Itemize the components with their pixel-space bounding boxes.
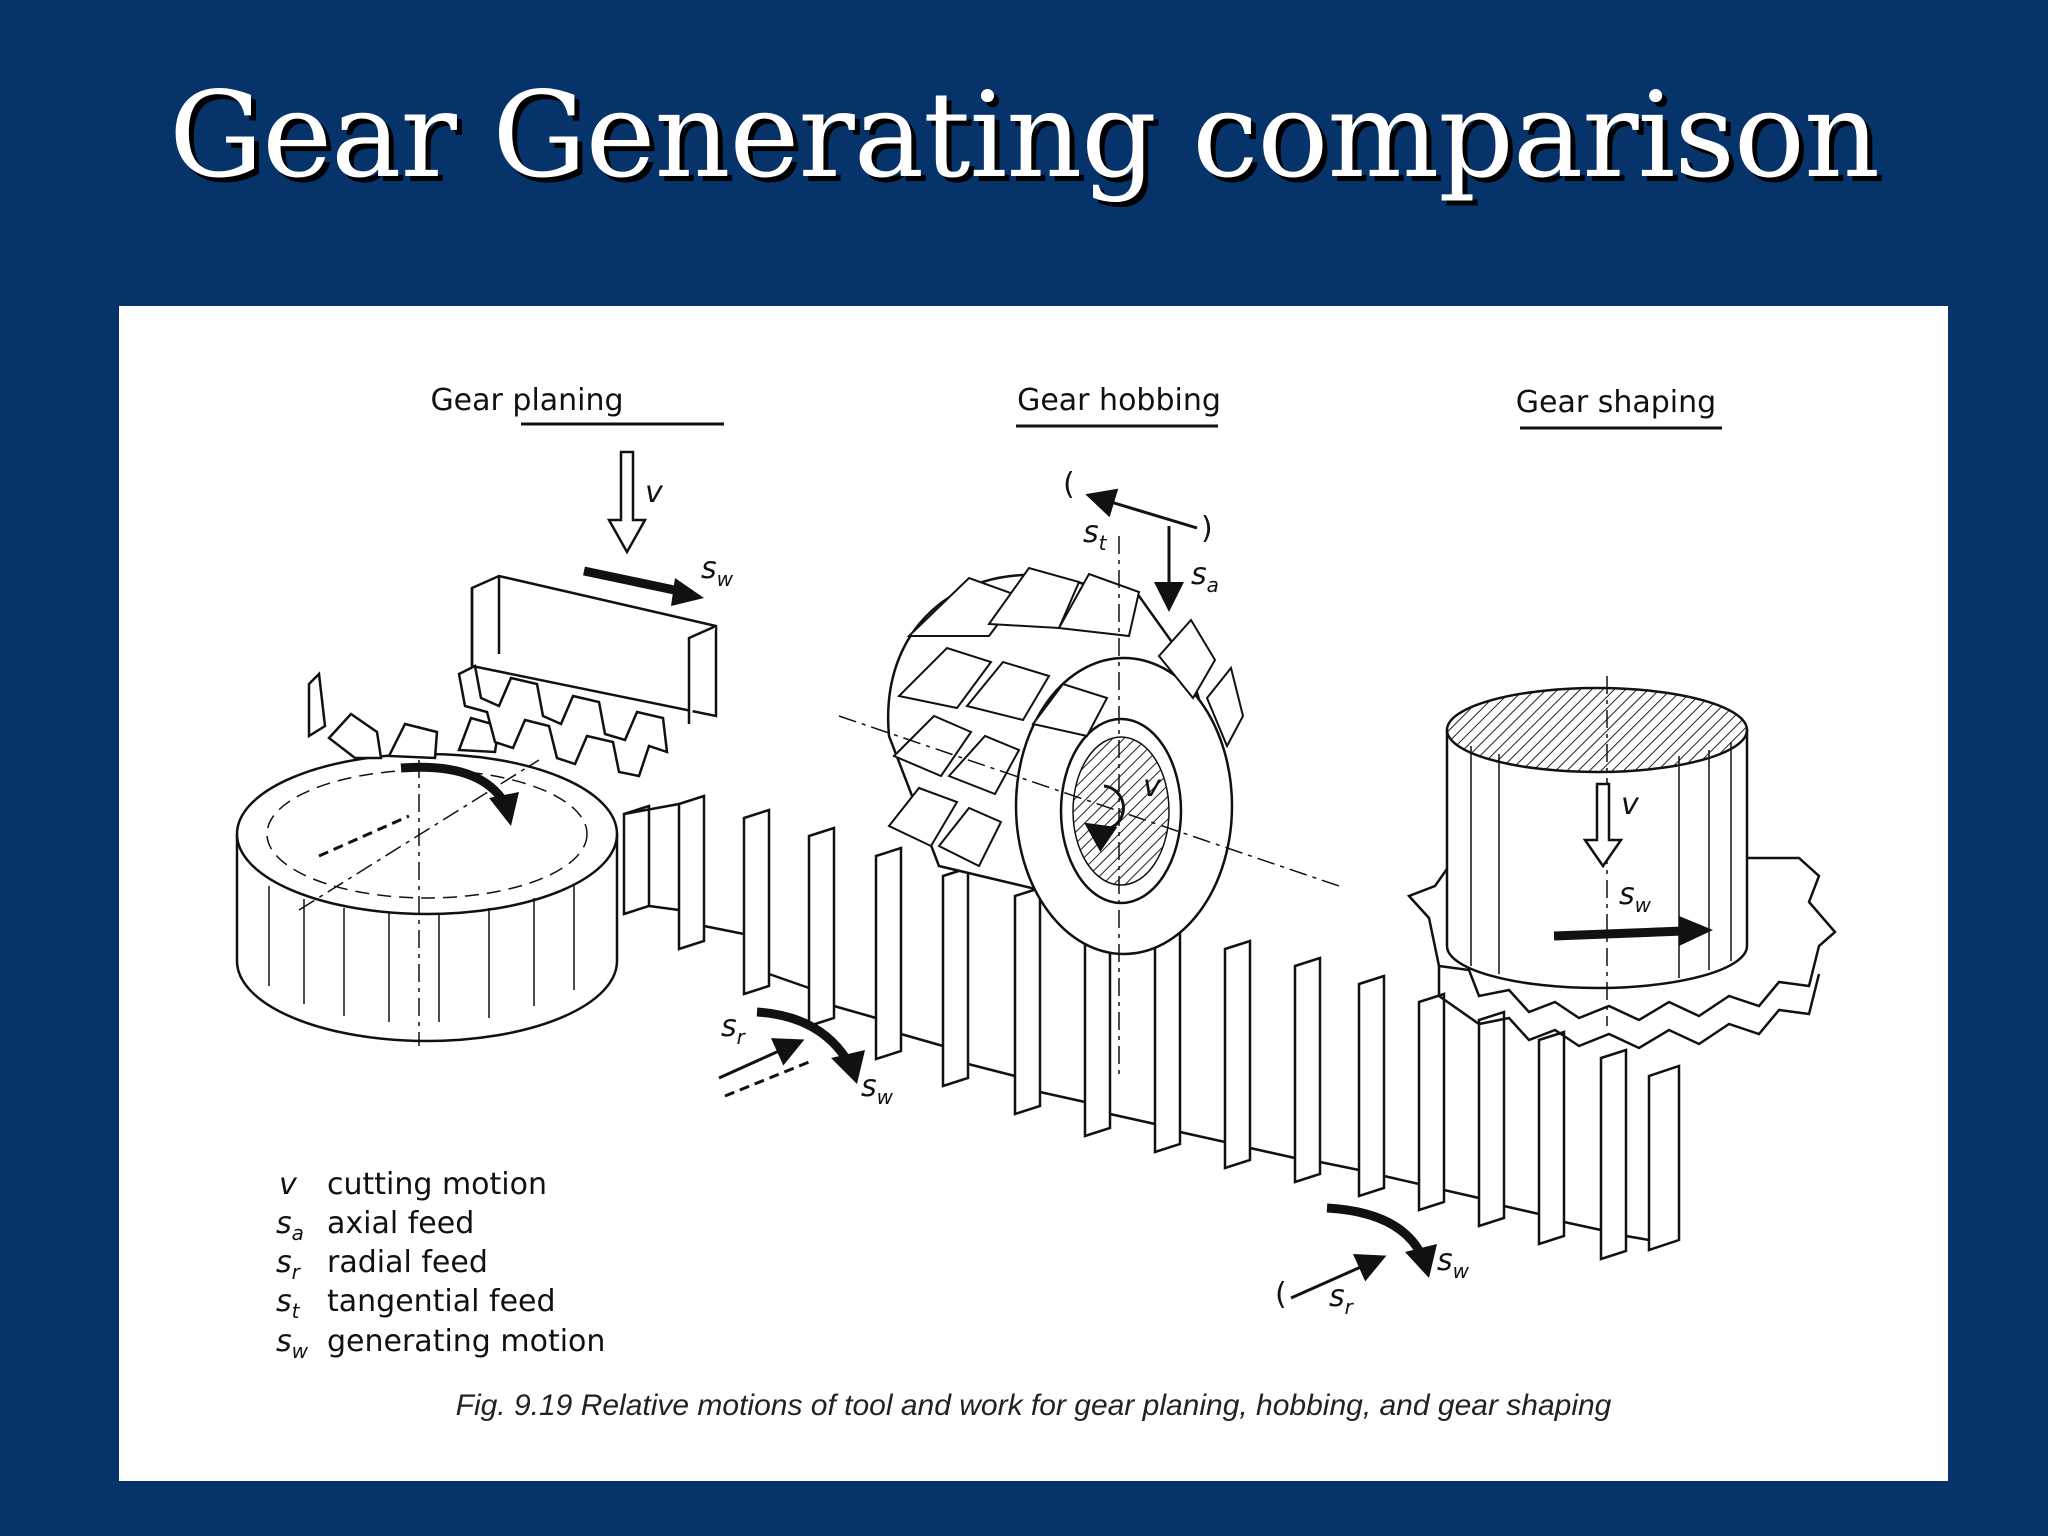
shaping-radial-feed-arrow: ( sr [1275, 1254, 1387, 1319]
hobbing-generating-arrow: sw [756, 1007, 894, 1109]
svg-text:sr: sr [1329, 1279, 1355, 1319]
svg-text:sw: sw [1619, 877, 1652, 917]
shaping-workpiece-rotation-arrow: sw [1326, 1203, 1470, 1283]
svg-text:v: v [1621, 787, 1640, 822]
svg-text:generating motion: generating motion [327, 1324, 605, 1359]
legend-item: st tangential feed [276, 1284, 556, 1323]
svg-text:(: ( [1275, 1277, 1287, 1312]
svg-text:sw: sw [701, 551, 734, 591]
figure-panel: Gear planing Gear hobbing Gear shaping [119, 306, 1948, 1481]
svg-text:Gear shaping: Gear shaping [1516, 385, 1716, 420]
rack-workpiece [622, 794, 1681, 1261]
svg-text:sr: sr [721, 1009, 747, 1049]
svg-text:radial feed: radial feed [327, 1245, 488, 1280]
hobbing-radial-feed-arrow: sr [718, 1009, 810, 1098]
svg-text:sw: sw [861, 1069, 894, 1109]
heading-gear-hobbing: Gear hobbing [1016, 383, 1221, 428]
planing-work-gear [235, 726, 619, 1046]
legend-item: sw generating motion [276, 1324, 605, 1363]
svg-text:st: st [1083, 515, 1108, 555]
gear-diagram: Gear planing Gear hobbing Gear shaping [235, 383, 1837, 1363]
legend-item: sr radial feed [276, 1245, 488, 1284]
svg-text:sa: sa [1191, 557, 1219, 597]
figure-caption: Fig. 9.19 Relative motions of tool and w… [455, 1389, 1612, 1422]
svg-text:axial feed: axial feed [327, 1206, 474, 1241]
svg-text:): ) [1201, 511, 1213, 546]
svg-text:sw: sw [276, 1324, 309, 1363]
svg-text:v: v [645, 475, 664, 510]
svg-text:(: ( [1063, 467, 1075, 502]
planing-cutting-arrow: v [606, 450, 664, 555]
svg-text:v: v [1143, 769, 1162, 804]
svg-text:sa: sa [276, 1206, 304, 1245]
hob-axial-feed-arrow: sa [1154, 526, 1219, 612]
svg-text:Gear hobbing: Gear hobbing [1017, 383, 1221, 418]
planing-rack-cutter [457, 574, 718, 778]
shaping-generating-arrow: sw [1553, 877, 1713, 946]
planing-rotation-arrow [318, 762, 519, 858]
hob-tangential-feed-arrow: ( ) st [1063, 467, 1213, 555]
svg-text:sw: sw [1437, 1243, 1470, 1283]
hob-rotation-arrow: v [1084, 769, 1162, 852]
legend-item: sa axial feed [276, 1206, 474, 1245]
heading-gear-planing: Gear planing [430, 383, 724, 426]
slide-title: Gear Generating comparison [169, 66, 1880, 204]
svg-text:cutting motion: cutting motion [327, 1167, 547, 1202]
shaping-cutting-arrow: v [1582, 782, 1640, 869]
hob-cutter [838, 536, 1340, 1076]
svg-text:v: v [279, 1167, 298, 1202]
svg-text:tangential feed: tangential feed [327, 1284, 556, 1319]
svg-text:Gear planing: Gear planing [430, 383, 623, 418]
svg-text:sr: sr [276, 1245, 302, 1284]
legend-item: v cutting motion [279, 1167, 547, 1202]
planing-gear-teeth [307, 671, 501, 760]
heading-gear-shaping: Gear shaping [1516, 385, 1722, 430]
planing-generating-arrow: sw [583, 551, 734, 606]
legend: v cutting motion sa axial feed sr radial… [276, 1167, 605, 1363]
svg-text:st: st [276, 1284, 301, 1323]
